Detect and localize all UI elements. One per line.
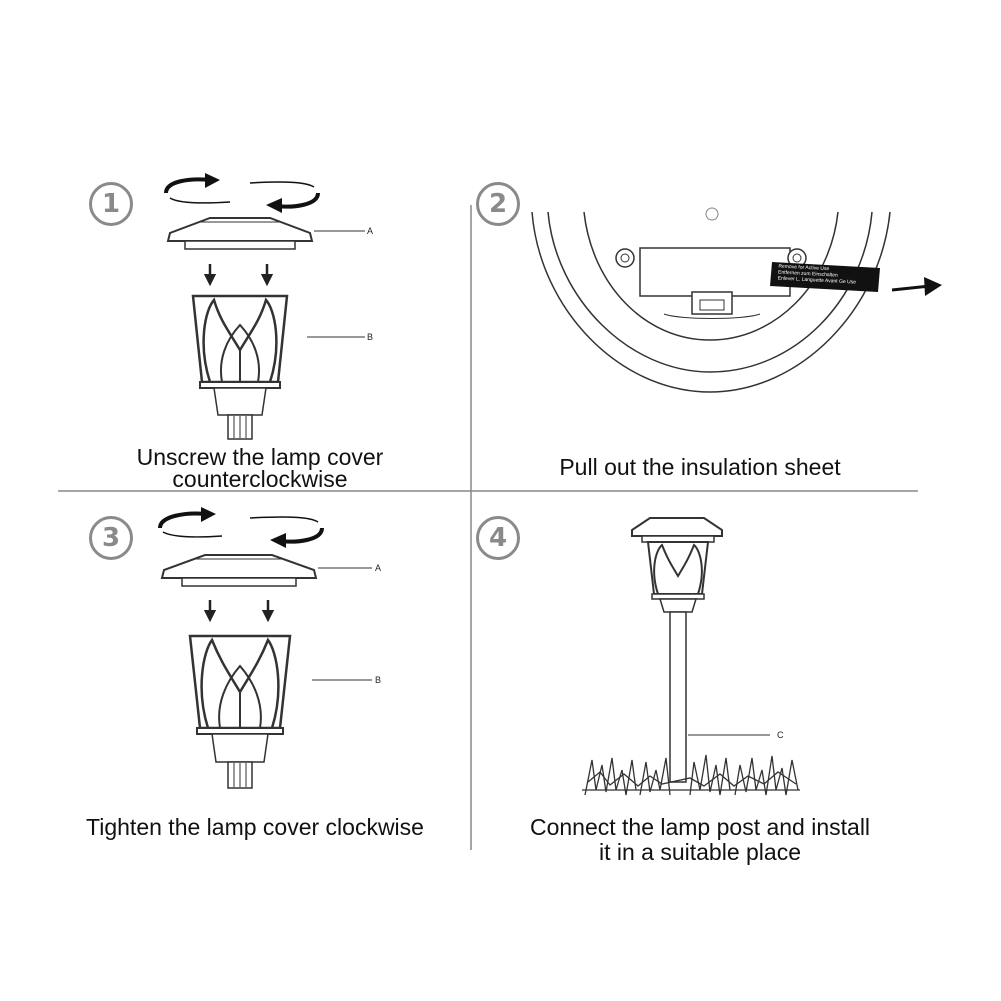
part-label-cover: A [367,226,374,236]
step-2-caption: Pull out the insulation sheet [480,454,920,480]
step-3-caption: Tighten the lamp cover clockwise [40,814,470,840]
pull-arrow-icon [924,277,942,296]
step-1-illustration [164,173,365,440]
part-label-cover: A [375,563,382,573]
step-2-number: 2 [476,182,520,226]
step-2-illustration [531,207,942,393]
step-1-caption: Unscrew the lamp cover counterclockwise [60,444,460,492]
step-1-caption-line-2: counterclockwise [172,466,348,492]
part-label-body: B [367,332,374,342]
step-4-number: 4 [476,516,520,560]
rotate-arrows-icon [158,507,324,548]
part-label-body: B [375,675,382,685]
step-4-caption-line-1: Connect the lamp post and install [529,814,871,840]
step-3-number: 3 [89,516,133,560]
lamp-underside-icon [531,207,891,393]
step-4-illustration [582,517,800,796]
lamp-cover-icon [160,554,372,587]
part-label-post: C [777,730,784,740]
lamp-body-icon [188,634,372,789]
step-1-number: 1 [89,182,133,226]
grass-icon [582,754,800,796]
step-4-caption: Connect the lamp post and install it in … [480,814,920,865]
insulation-sheet [770,262,880,292]
lamp-cover-icon [166,217,365,250]
step-3-illustration [158,507,372,789]
lamp-body-icon [191,294,365,440]
step-3-caption-line-1: Tighten the lamp cover clockwise [86,814,424,840]
step-2-caption-line-1: Pull out the insulation sheet [559,454,841,480]
step-4-caption-line-2: it in a suitable place [598,839,801,865]
step-1-caption-line-1: Unscrew the lamp cover [136,444,384,470]
assembled-lamp-icon [631,517,770,783]
rotate-arrows-icon [164,173,320,213]
